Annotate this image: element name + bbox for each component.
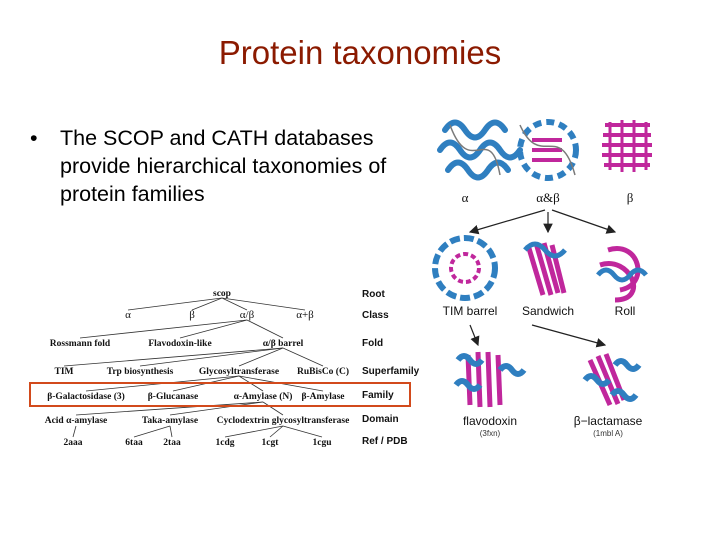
tree-node: Flavodoxin-like — [148, 339, 211, 349]
tree-node: Acid α-amylase — [45, 416, 108, 426]
tree-node: scop — [213, 289, 231, 299]
class-caption-alpha-beta: α&β — [536, 190, 560, 205]
tree-node: 1cgt — [262, 438, 280, 448]
level-domain: Domain — [362, 414, 399, 425]
level-fold: Fold — [362, 338, 383, 349]
class-caption-alpha: α — [462, 190, 469, 205]
sandwich-structure-image — [523, 241, 567, 296]
family-row-highlight — [29, 382, 411, 407]
tree-node: α/β — [240, 309, 255, 321]
tree-node: TIM — [55, 367, 74, 377]
tree-node: α/β barrel — [263, 339, 304, 349]
fold-caption-roll: Roll — [615, 304, 636, 318]
tree-node: β-Amylase — [302, 392, 345, 402]
tree-node: 2taa — [163, 438, 181, 448]
level-superfamily: Superfamily — [362, 366, 420, 377]
fold-caption-sandwich: Sandwich — [522, 304, 574, 318]
beta-lactamase-structure-image — [582, 353, 642, 407]
tree-node: Cyclodextrin glycosyltransferase — [217, 416, 350, 426]
alpha-structure-image — [437, 119, 523, 181]
tree-node: 6taa — [125, 438, 143, 448]
tree-node: 1cdg — [216, 438, 235, 448]
level-root: Root — [362, 289, 385, 300]
tree-node: Taka-amylase — [142, 416, 198, 426]
tree-node: α — [125, 309, 131, 321]
tree-node: α-Amylase (N) — [234, 391, 293, 402]
tree-node: β-Galactosidase (3) — [47, 391, 125, 402]
tim-barrel-structure-image — [432, 235, 498, 301]
tree-node: 2aaa — [64, 438, 83, 448]
level-class: Class — [362, 310, 389, 321]
alpha-beta-structure-image — [517, 119, 579, 181]
class-caption-beta: β — [627, 190, 634, 205]
tree-node: 1cgu — [313, 438, 333, 448]
family-caption-beta-lactamase: β−lactamase — [574, 414, 643, 428]
tree-node: RuBisCo (C) — [297, 366, 349, 377]
tree-node: Trp biosynthesis — [107, 367, 174, 377]
bullet-text: The SCOP and CATH databases provide hier… — [60, 126, 387, 206]
level-family: Family — [362, 390, 394, 401]
level-ref-pdb: Ref / PDB — [362, 436, 408, 447]
family-id-flavodoxin: (3fxn) — [480, 429, 501, 438]
tree-node: Rossmann fold — [50, 339, 111, 349]
family-id-beta-lactamase: (1mbl A) — [593, 429, 623, 438]
fold-caption-tim-barrel: TIM barrel — [443, 304, 498, 318]
beta-structure-image — [602, 120, 652, 172]
scop-hierarchy-tree: Root Class Fold Superfamily Family Domai… — [29, 289, 420, 448]
tree-node: Glycosyltransferase — [199, 367, 279, 377]
roll-structure-image — [596, 246, 648, 303]
flavodoxin-structure-image — [453, 351, 527, 408]
tree-node: β — [189, 309, 195, 321]
family-caption-flavodoxin: flavodoxin — [463, 414, 517, 428]
slide-title: Protein taxonomies — [218, 34, 502, 71]
tree-node: α+β — [296, 309, 314, 321]
bullet-dot: • — [30, 126, 38, 150]
tree-node: β-Glucanase — [148, 392, 198, 402]
